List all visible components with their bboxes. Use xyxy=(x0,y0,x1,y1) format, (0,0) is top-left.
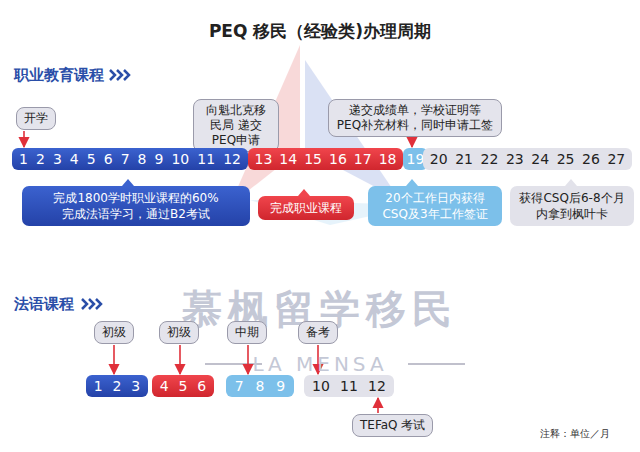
node-text: 18 xyxy=(379,151,397,167)
node-text: 开学 xyxy=(24,111,48,125)
node-text: 5 xyxy=(87,151,96,167)
milestone-box: 完成1800学时职业课程的60%完成法语学习，通过B2考试 xyxy=(22,186,250,226)
bubble-tail xyxy=(298,189,310,196)
node-text: 12 xyxy=(223,151,241,167)
node-text: 25 xyxy=(557,151,575,167)
node-text: 3 xyxy=(131,378,140,394)
note: 注释：单位／月 xyxy=(540,427,610,441)
title: PEQ 移民（经验类)办理周期 xyxy=(0,20,640,43)
node-text: 23 xyxy=(506,151,524,167)
timeline-segment: 789 xyxy=(226,375,294,397)
node-text: 12 xyxy=(368,378,386,394)
node-text: 6 xyxy=(197,378,206,394)
node-text: 14 xyxy=(279,151,297,167)
node-text: 中期 xyxy=(235,325,259,339)
node-text: 24 xyxy=(531,151,549,167)
bubble-tail xyxy=(406,179,418,186)
timeline-segment: 456 xyxy=(152,375,214,397)
node-text: 10 xyxy=(171,151,189,167)
node-text: 递交成绩单，学校证明等 PEQ补充材料，同时申请工签 xyxy=(337,103,493,132)
node-text: 获得CSQ后6-8个月内拿到枫叶卡 xyxy=(518,190,626,222)
node-text: 2 xyxy=(113,378,122,394)
node-text: 17 xyxy=(354,151,372,167)
milestone-box: 20个工作日内获得 CSQ及3年工作签证 xyxy=(368,186,502,226)
node-text: 26 xyxy=(582,151,600,167)
callout-box: TEFaQ 考试 xyxy=(352,414,433,437)
stage-label: 备考 xyxy=(298,321,338,344)
node-text: 9 xyxy=(276,378,285,394)
pointer-arrow xyxy=(113,345,115,374)
node-text: 备考 xyxy=(306,325,330,339)
node-text: 初级 xyxy=(102,325,126,339)
node-text: 完成1800学时职业课程的60% xyxy=(30,190,242,206)
stage-label: 中期 xyxy=(227,321,267,344)
node-text: 10 xyxy=(312,378,330,394)
node-text: TEFaQ 考试 xyxy=(360,418,425,432)
pointer-arrow xyxy=(247,345,249,374)
node-text: 4 xyxy=(160,378,169,394)
node-text: 20个工作日内获得 CSQ及3年工作签证 xyxy=(376,190,494,222)
node-text: 2 xyxy=(36,151,45,167)
pointer-arrow xyxy=(179,345,181,374)
timeline-segment: 123 xyxy=(86,375,148,397)
bubble-tail xyxy=(565,179,577,186)
callout-box: 开学 xyxy=(16,107,56,130)
node-text: 11 xyxy=(197,151,215,167)
timeline-segment: 123456789101112 xyxy=(12,148,248,170)
section-heading: 职业教育课程 xyxy=(14,66,104,85)
node-text: 8 xyxy=(138,151,147,167)
node-text: 21 xyxy=(455,151,473,167)
node-text: 完成法语学习，通过B2考试 xyxy=(30,206,242,222)
node-text: 20 xyxy=(430,151,448,167)
node-text: 9 xyxy=(155,151,164,167)
node-text: 4 xyxy=(70,151,79,167)
bubble-tail xyxy=(122,179,134,186)
timeline-segment: 20 21 22 23 24 25 26 27 xyxy=(423,148,632,170)
node-text: 1 xyxy=(94,378,103,394)
node-text: 完成职业课程 xyxy=(266,200,346,216)
node-text: 11 xyxy=(340,378,358,394)
node-text: 8 xyxy=(256,378,265,394)
node-text: 13 xyxy=(255,151,273,167)
node-text: 5 xyxy=(179,378,188,394)
node-text: 1 xyxy=(19,151,28,167)
timeline-segment: 10 11 12 xyxy=(304,375,394,397)
node-text: 3 xyxy=(53,151,62,167)
pointer-arrow xyxy=(23,131,25,147)
node-text: 27 xyxy=(607,151,625,167)
node-text: 16 xyxy=(329,151,347,167)
node-text: 初级 xyxy=(167,325,191,339)
watermark: LA MENSA xyxy=(0,352,640,376)
node-text: 6 xyxy=(104,151,113,167)
stage-label: 初级 xyxy=(94,321,134,344)
node-text: 19 xyxy=(407,151,425,167)
node-text: 向魁北克移民局 递交PEQ申请 xyxy=(206,103,266,147)
timeline-segment: 13 14 15 16 17 18 xyxy=(248,148,403,170)
callout-box: 递交成绩单，学校证明等 PEQ补充材料，同时申请工签 xyxy=(328,99,502,137)
milestone-box: 获得CSQ后6-8个月内拿到枫叶卡 xyxy=(510,186,634,226)
pointer-arrow xyxy=(411,138,413,147)
node-text: 22 xyxy=(481,151,499,167)
section-heading: 法语课程 xyxy=(14,295,74,314)
callout-box: 向魁北克移民局 递交PEQ申请 xyxy=(193,99,279,152)
pointer-arrow xyxy=(377,398,379,413)
stage-label: 初级 xyxy=(159,321,199,344)
node-text: 15 xyxy=(304,151,322,167)
node-text: 7 xyxy=(235,378,244,394)
milestone-box: 完成职业课程 xyxy=(258,196,354,220)
node-text: 7 xyxy=(121,151,130,167)
